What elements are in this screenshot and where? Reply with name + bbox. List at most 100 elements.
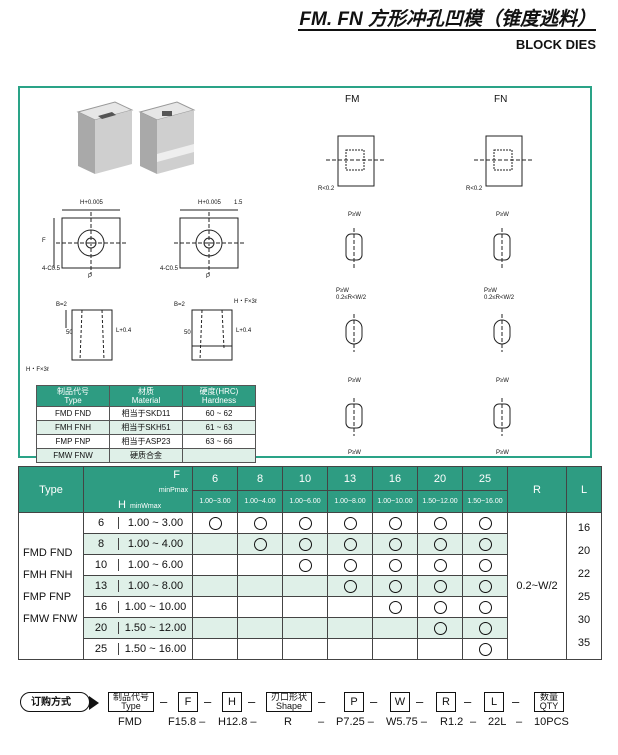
spec-type-header: Type bbox=[18, 466, 84, 513]
fn-pw-3: P≥W bbox=[496, 378, 509, 384]
fm-h-dim: H+0.005 bbox=[80, 200, 103, 206]
available-mark bbox=[433, 621, 447, 635]
availability-cell bbox=[417, 638, 463, 660]
availability-cell bbox=[417, 512, 463, 534]
order-w-box: W bbox=[390, 692, 410, 712]
fn-p-dim: P bbox=[206, 274, 211, 280]
available-mark bbox=[478, 600, 492, 614]
fn-h-dim: H+0.005 bbox=[198, 200, 221, 206]
fn-l-dim: L+0.4 bbox=[236, 328, 252, 334]
fm-pw-4: P≥W bbox=[348, 450, 361, 456]
l-header: L bbox=[566, 466, 602, 513]
example-type: FMD bbox=[118, 716, 142, 728]
w-range: 1.00 ~ 10.00 bbox=[124, 601, 187, 613]
fn-pw-2: P≥W bbox=[484, 288, 497, 294]
f-col-8: 8 bbox=[237, 466, 283, 491]
order-f-box: F bbox=[178, 692, 198, 712]
availability-cell bbox=[372, 554, 418, 576]
availability-cell bbox=[237, 596, 283, 618]
p-range-4: 1.00~10.00 bbox=[372, 490, 418, 513]
available-mark bbox=[478, 579, 492, 593]
fm-pw-1: P≥W bbox=[348, 212, 361, 218]
example-w: W5.75 – bbox=[386, 716, 427, 728]
availability-cell bbox=[417, 617, 463, 639]
p-range-2: 1.00~6.00 bbox=[282, 490, 328, 513]
example-qty: 10PCS bbox=[534, 716, 569, 728]
availability-cell bbox=[237, 512, 283, 534]
available-mark bbox=[298, 537, 312, 551]
fm-pw-3: P≥W bbox=[348, 378, 361, 384]
h-value: 13 bbox=[84, 580, 119, 592]
order-dash: – bbox=[464, 694, 472, 709]
availability-cell bbox=[327, 554, 373, 576]
availability-cell bbox=[237, 617, 283, 639]
w-range: 1.00 ~ 8.00 bbox=[127, 580, 184, 592]
availability-cell bbox=[282, 596, 328, 618]
availability-cell bbox=[372, 575, 418, 597]
f-col-20: 20 bbox=[417, 466, 463, 491]
fn-label: FN bbox=[494, 94, 508, 105]
fn-t15-dim: 1.5 bbox=[234, 200, 243, 206]
type-item: FMH FNH bbox=[23, 569, 73, 581]
p-range-3: 1.00~8.00 bbox=[327, 490, 373, 513]
availability-cell bbox=[462, 512, 508, 534]
availability-cell bbox=[282, 512, 328, 534]
available-mark bbox=[343, 579, 357, 593]
availability-cell bbox=[237, 638, 283, 660]
availability-cell bbox=[192, 638, 238, 660]
available-mark bbox=[478, 642, 492, 656]
block-3d-fm bbox=[76, 101, 134, 174]
order-l-box: L bbox=[484, 692, 504, 712]
l-value: 25 bbox=[577, 591, 591, 603]
w-range: 1.00 ~ 6.00 bbox=[127, 559, 184, 571]
available-mark bbox=[433, 537, 447, 551]
availability-cell bbox=[462, 575, 508, 597]
available-mark bbox=[433, 558, 447, 572]
availability-cell bbox=[327, 638, 373, 660]
available-mark bbox=[478, 558, 492, 572]
availability-cell bbox=[462, 554, 508, 576]
order-badge: 订购方式 bbox=[20, 692, 99, 712]
spec-fh-header: F minPmax H minWmax bbox=[83, 466, 193, 513]
fm-shape-views bbox=[326, 135, 384, 436]
fn-angle: 50 bbox=[184, 330, 191, 336]
fn-pw-1: P≥W bbox=[496, 212, 509, 218]
availability-cell bbox=[192, 596, 238, 618]
fn-pw-4: P≥W bbox=[496, 450, 509, 456]
example-f: F15.8 – bbox=[168, 716, 206, 728]
r-header: R bbox=[507, 466, 567, 513]
drawing-panel: FM FN H+0.005 H+0.005 1.5 F P P 4-C0.5 4… bbox=[18, 86, 592, 458]
fm-label: FM bbox=[345, 94, 360, 105]
availability-cell bbox=[192, 512, 238, 534]
order-dash: – bbox=[318, 694, 326, 709]
fm-side-view bbox=[65, 309, 113, 361]
availability-cell bbox=[417, 575, 463, 597]
example-p: P7.25 – bbox=[336, 716, 374, 728]
availability-cell bbox=[327, 617, 373, 639]
w-range: 1.50 ~ 12.00 bbox=[124, 622, 187, 634]
availability-cell bbox=[282, 554, 328, 576]
available-mark bbox=[388, 579, 402, 593]
available-mark bbox=[478, 621, 492, 635]
available-mark bbox=[433, 600, 447, 614]
availability-cell bbox=[417, 596, 463, 618]
availability-cell bbox=[237, 575, 283, 597]
p-range-1: 1.00~4.00 bbox=[237, 490, 283, 513]
availability-cell bbox=[237, 554, 283, 576]
fm-wrange: 0.2≤R<W/2 bbox=[336, 295, 367, 301]
available-mark bbox=[388, 558, 402, 572]
type-item: FMW FNW bbox=[23, 613, 78, 625]
fm-b2: B=2 bbox=[56, 302, 67, 308]
